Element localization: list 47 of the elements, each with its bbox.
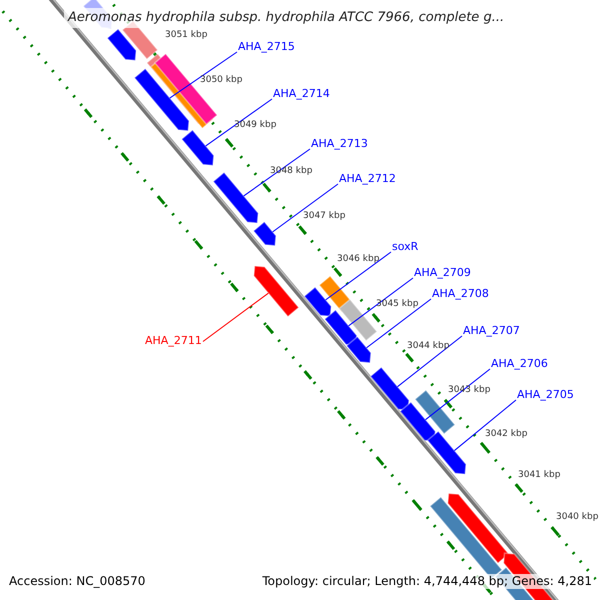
leader-line [205,98,272,146]
gene-label: AHA_2712 [339,172,396,185]
gene-label: AHA_2707 [463,324,520,337]
gene-block [399,401,436,442]
gene-label: AHA_2711 [145,334,202,347]
gene-block [106,28,137,62]
leader-line [454,400,516,452]
scale-label: 3045 kbp [376,298,418,311]
info-text: Topology: circular; Length: 4,744,448 bp; Genes: 4,281 [260,574,594,589]
leader-line [169,52,238,99]
gene-block [303,286,332,318]
scale-label: 3050 kbp [200,74,242,87]
gene-label: AHA_2705 [517,388,574,401]
gene-label: AHA_2714 [273,87,330,100]
leader-line [397,336,462,388]
gene-block [447,492,510,564]
gene-block [253,265,300,318]
scale-label: 3040 kbp [556,511,598,524]
leader-line [272,184,338,232]
gene-block [133,68,190,132]
leader-line [425,368,490,420]
gene-block [180,129,214,166]
gene-block [370,366,410,411]
leader-line [243,148,310,196]
leader-line [366,298,432,348]
gene-label: soxR [392,240,418,253]
scale-label: 3044 kbp [407,340,450,353]
gene-label: AHA_2708 [432,287,489,300]
gene-label: AHA_2709 [414,266,471,279]
scale-label: 3046 kbp [337,253,380,266]
gene-label: AHA_2706 [491,357,548,370]
scale-label: 3047 kbp [303,210,346,223]
scale-label: 3049 kbp [234,119,276,132]
gene-block [346,336,372,364]
gene-block [324,309,358,346]
leader-line [325,252,392,300]
gene-block [426,430,467,475]
scale-label: 3041 kbp [518,469,560,482]
gene-label: AHA_2713 [311,137,368,150]
scale-label: 3042 kbp [485,428,528,441]
info-text: Accession: NC_008570 [7,574,148,589]
gene-block [252,220,277,246]
gene-label: AHA_2715 [238,40,295,53]
gene-block [212,171,259,224]
leader-line [202,292,269,342]
leader-line [348,278,414,326]
scale-label: 3051 kbp [165,29,208,42]
